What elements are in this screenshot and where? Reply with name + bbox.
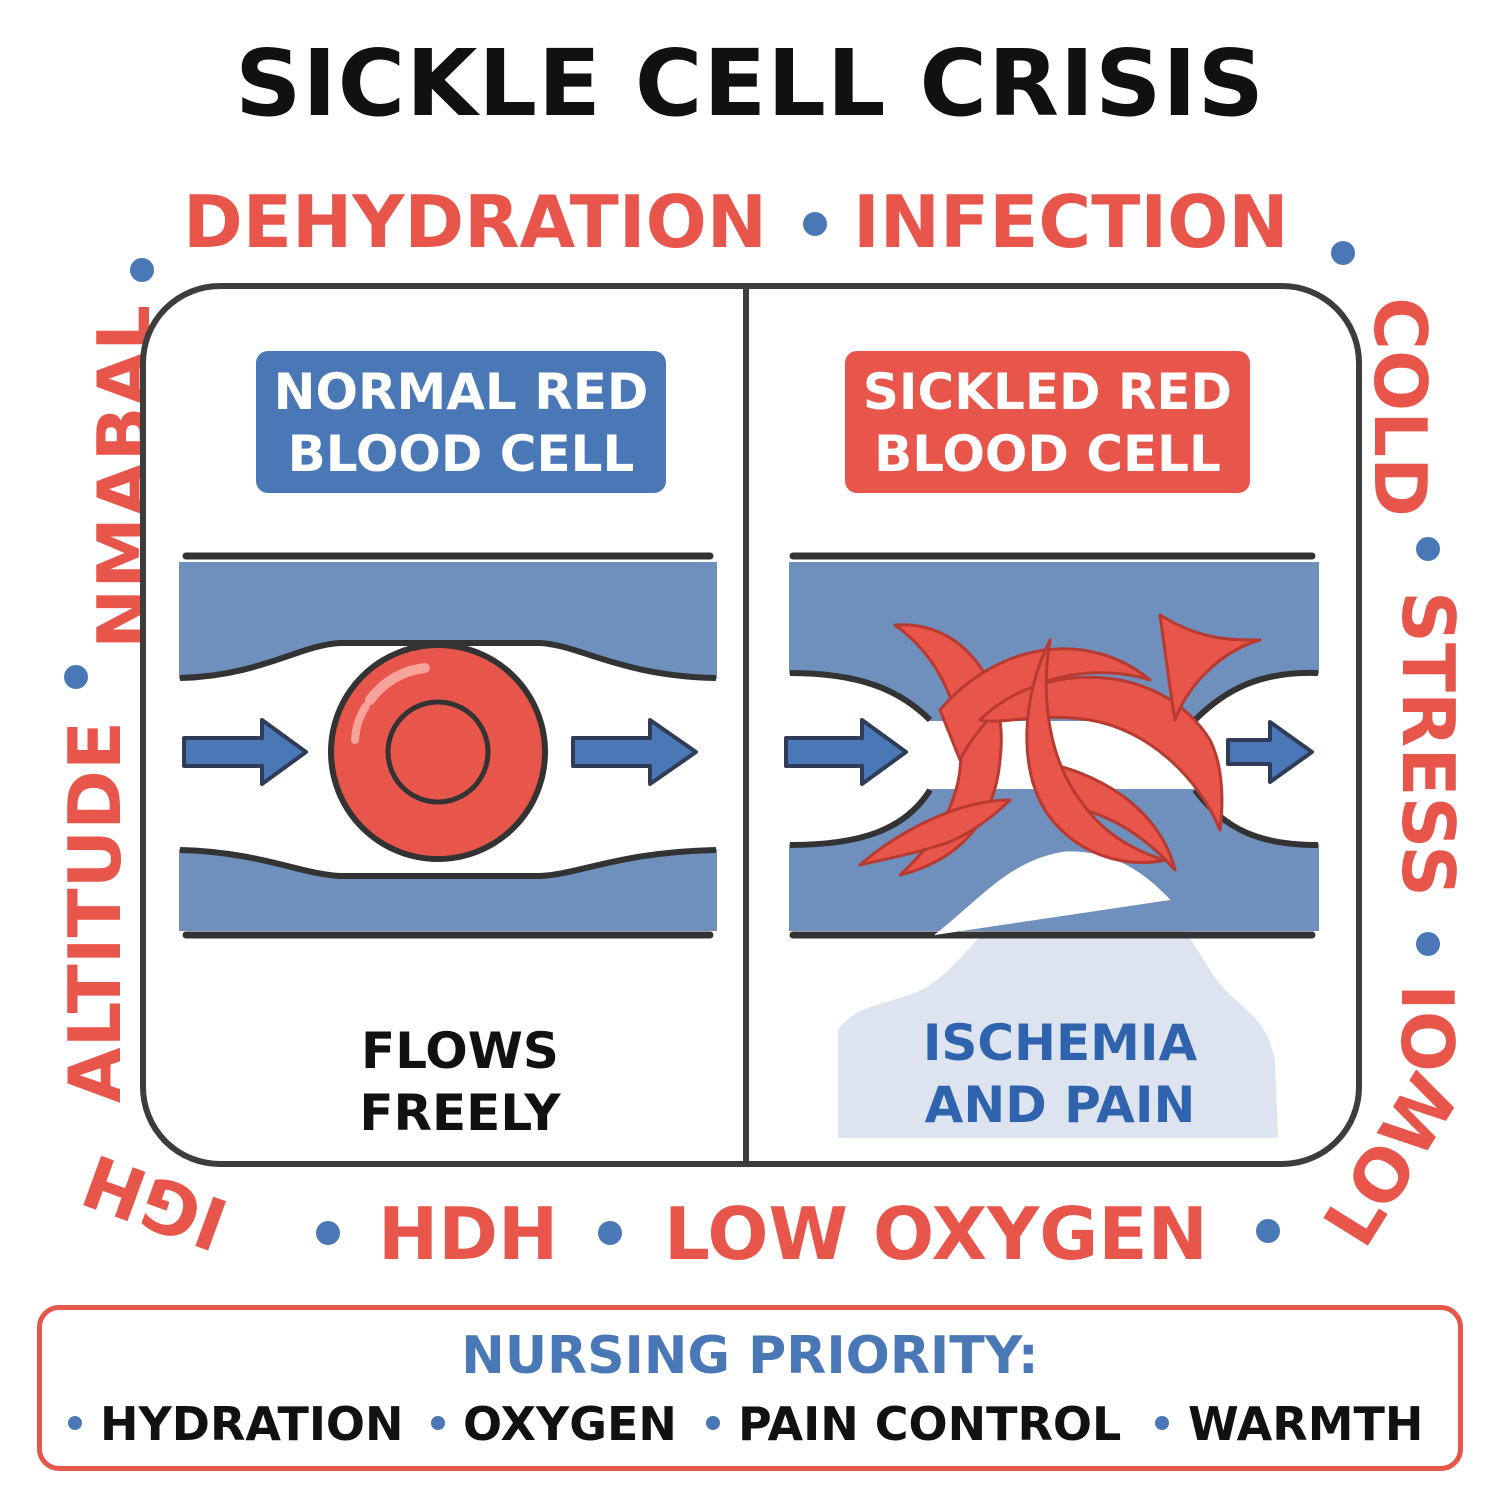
priority-item-hydration: HYDRATION [100, 1397, 404, 1451]
sickled-cell-label-line2: BLOOD CELL [874, 425, 1221, 483]
flow-arrow-right [571, 718, 698, 786]
nursing-priority-title: NURSING PRIORITY: [461, 1326, 1039, 1386]
normal-flow-caption-line1: FLOWS [361, 1022, 559, 1080]
separator-dot [598, 1221, 622, 1245]
ischemia-caption-line2: AND PAIN [924, 1076, 1196, 1134]
normal-cell-label-line2: BLOOD CELL [287, 425, 635, 483]
priority-item-oxygen: OXYGEN [463, 1397, 677, 1451]
blocked-vessel [784, 552, 1319, 1138]
separator-dot [1416, 932, 1440, 956]
sickled-cell-label-line1: SICKLED RED [862, 363, 1233, 421]
sickled-cell-label: SICKLED RED BLOOD CELL [845, 351, 1250, 493]
list-bullet [68, 1416, 82, 1430]
blocked-vessel-lower-edge [789, 788, 933, 848]
blocked-vessel-upper-edge-right [1192, 669, 1319, 723]
list-bullet [1155, 1416, 1169, 1430]
separator-dot [130, 258, 154, 282]
ischemia-caption: ISCHEMIA AND PAIN [905, 1012, 1215, 1136]
separator-dot [1256, 1219, 1280, 1243]
blocked-vessel-upper-edge [789, 670, 933, 723]
normal-cell-label: NORMAL RED BLOOD CELL [256, 351, 666, 493]
separator-dot [64, 665, 88, 689]
trigger-hdh: HDH [378, 1192, 559, 1276]
sickled-cells-cluster [858, 613, 1262, 877]
sickled-cell [858, 798, 1012, 867]
flow-arrow-blocked-right [1226, 720, 1314, 784]
panel-divider [743, 289, 749, 1161]
separator-dot [316, 1221, 340, 1245]
nursing-priority-box [37, 1305, 1463, 1471]
separator-dot [803, 212, 827, 236]
normal-cell-label-line1: NORMAL RED [273, 363, 649, 421]
sickled-cell [1158, 613, 1262, 722]
separator-dot [1416, 537, 1440, 561]
normal-red-blood-cell [328, 642, 548, 862]
list-bullet [706, 1416, 720, 1430]
normal-vessel [179, 552, 717, 939]
list-bullet [431, 1416, 445, 1430]
separator-dot [1331, 241, 1355, 265]
nursing-priority-list: HYDRATION OXYGEN PAIN CONTROL WARMTH [0, 1396, 1500, 1456]
trigger-dehydration: DEHYDRATION [183, 180, 768, 264]
sickled-cell [1025, 638, 1167, 865]
flow-arrow-blocked-left [784, 718, 908, 786]
normal-flow-caption-line2: FREELY [359, 1084, 561, 1142]
trigger-low-oxygen: LOW OXYGEN [664, 1192, 1208, 1276]
normal-flow-caption: FLOWS FREELY [310, 1020, 610, 1144]
flow-arrow-left [182, 718, 308, 786]
page-title: SICKLE CELL CRISIS [235, 30, 1265, 137]
ischemia-caption-line1: ISCHEMIA [922, 1014, 1198, 1072]
normal-vessel-lower-edge [179, 847, 717, 879]
trigger-infection: INFECTION [853, 180, 1289, 264]
priority-item-warmth: WARMTH [1188, 1397, 1424, 1451]
priority-item-pain-control: PAIN CONTROL [738, 1397, 1122, 1451]
